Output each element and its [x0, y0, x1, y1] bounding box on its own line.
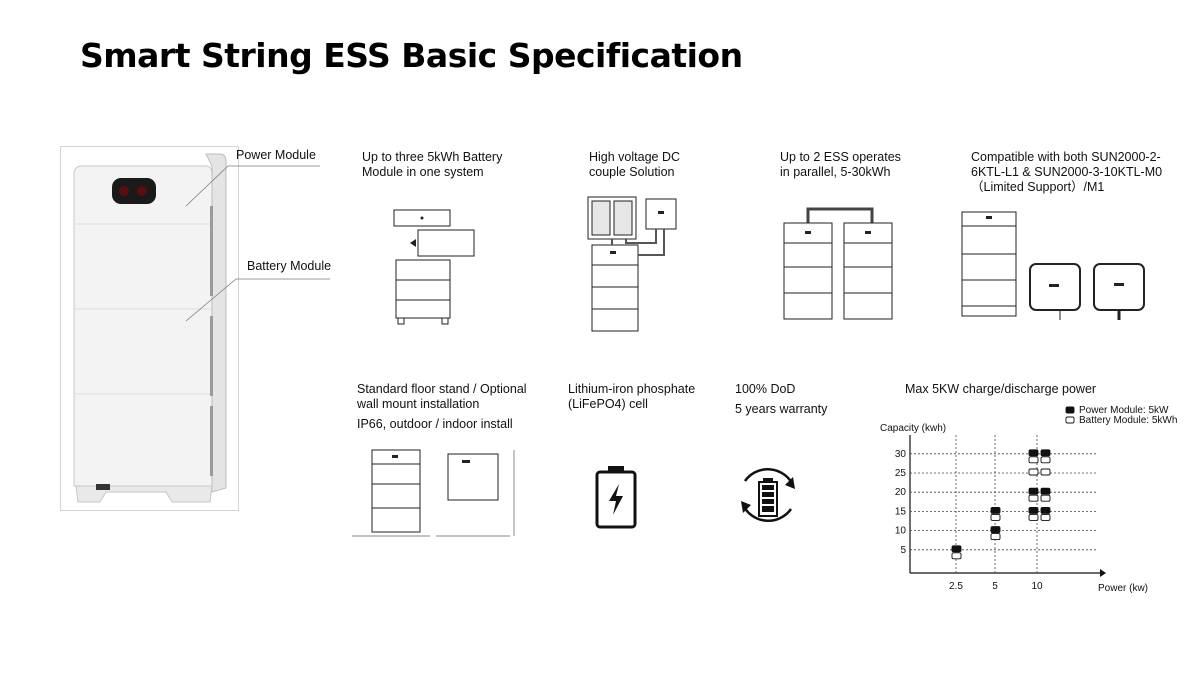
data-point [1040, 456, 1051, 464]
x-tick-label: 5 [992, 581, 998, 592]
battery-module-stack-icon [393, 209, 475, 325]
data-point [990, 513, 1001, 521]
data-point [1028, 468, 1039, 476]
y-tick-label: 15 [895, 506, 907, 517]
x-tick-label: 10 [1031, 581, 1043, 592]
data-point [1040, 468, 1051, 476]
y-tick-label: 5 [900, 545, 906, 556]
y-tick-label: 20 [895, 487, 907, 498]
y-tick-label: 30 [895, 449, 907, 460]
data-point [990, 526, 1001, 534]
feature-power-caption: Max 5KW charge/discharge power [905, 382, 1097, 396]
x-axis-label: Power (kw) [1098, 583, 1148, 594]
data-point [1028, 494, 1039, 502]
lifepo4-battery-icon [595, 466, 637, 529]
y-axis-label: Capacity (kwh) [880, 423, 946, 434]
legend-marker [1065, 406, 1075, 414]
data-point [1040, 487, 1051, 495]
data-point [1040, 449, 1051, 457]
battery-module-label: Battery Module [247, 259, 332, 273]
data-point [951, 552, 962, 560]
x-axis-arrow [1100, 569, 1106, 577]
y-tick-label: 10 [895, 526, 907, 537]
ess-product-image [60, 146, 330, 511]
data-point [1028, 513, 1039, 521]
data-point [1040, 494, 1051, 502]
x-tick-label: 2.5 [949, 581, 963, 592]
data-point [990, 533, 1001, 541]
slide-title: Smart String ESS Basic Specification [80, 36, 743, 75]
data-point [951, 545, 962, 553]
parallel-ess-icon [783, 207, 893, 320]
feature-cell-caption: Lithium-iron phosphate(LiFePO4) cell [568, 382, 696, 411]
inverter-compatibility-icon [961, 211, 1145, 320]
feature-dod-caption: 100% DoD 5 years warranty [735, 382, 828, 416]
battery-cycle-icon [741, 468, 795, 522]
data-point [1028, 456, 1039, 464]
data-point [1028, 506, 1039, 514]
legend-marker [1065, 416, 1075, 424]
dc-coupling-icon [587, 196, 677, 332]
data-point [1028, 487, 1039, 495]
data-point [990, 506, 1001, 514]
feature-compatibility-caption: Compatible with both SUN2000-2-6KTL-L1 &… [971, 150, 1163, 194]
data-point [1040, 513, 1051, 521]
floor-wall-mount-icon [352, 449, 515, 537]
data-point [1028, 449, 1039, 457]
legend-label: Battery Module: 5kWh [1079, 415, 1177, 426]
power-module-label: Power Module [236, 148, 316, 162]
y-tick-label: 25 [895, 468, 907, 479]
data-point [1040, 506, 1051, 514]
legend-label: Power Module: 5kW [1079, 405, 1169, 416]
